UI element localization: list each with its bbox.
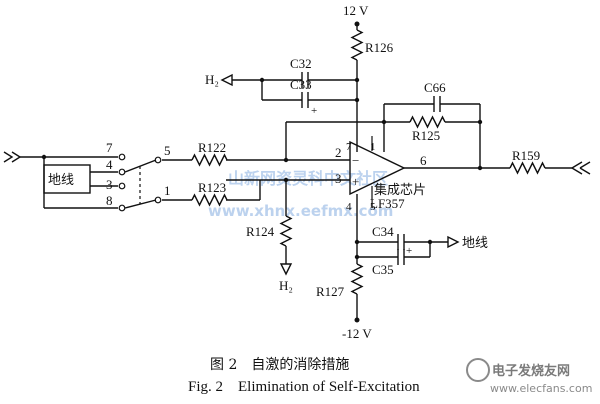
switch-contact-1 (154, 196, 162, 204)
watermark-background-url: www.xhnx.eefmx.com (208, 202, 393, 220)
switch-contact-7 (118, 153, 126, 161)
resistor-r124 (279, 215, 293, 247)
ground-right-arrow-icon (447, 235, 460, 249)
switch-contact-8 (118, 204, 126, 212)
label-r124: R124 (246, 224, 275, 239)
opamp-pin3: 3 (335, 171, 342, 186)
resistor-r125 (409, 115, 446, 129)
label-h2-bottom: H₂ (279, 278, 293, 293)
switch-contact-5 (154, 156, 162, 164)
opamp-pin1: 1 (370, 141, 376, 153)
supply-negative-terminal (354, 317, 360, 323)
switch-pin4: 4 (106, 157, 113, 172)
opamp-lf357 (349, 140, 406, 196)
logo-text-url: www.elecfans.com (490, 382, 592, 395)
label-r126: R126 (365, 40, 394, 55)
switch-pin8: 8 (106, 193, 113, 208)
switch-contact-4 (118, 168, 126, 176)
polarity-c35: + (406, 245, 412, 257)
label-c66: C66 (424, 80, 446, 95)
label-ground-right: 地线 (462, 235, 488, 250)
label-r159: R159 (512, 148, 540, 163)
opamp-pin2: 2 (335, 145, 342, 160)
label-r127: R127 (316, 284, 345, 299)
resistor-r159 (509, 161, 546, 175)
opamp-label-cn: 集成芯片 (374, 182, 426, 197)
label-c33: C33 (290, 77, 312, 92)
junction-h2-top (259, 77, 265, 83)
h2-bottom-arrow-icon (279, 263, 293, 276)
logo-text-cn: 电子发烧友网 (492, 363, 570, 379)
elecfans-logo: 电子发烧友网 www.elecfans.com (466, 358, 592, 395)
junction-inverting (283, 157, 289, 163)
output-terminal-icon (571, 161, 591, 175)
opamp-label-part: LF357 (370, 196, 405, 211)
junction-feedback-right (477, 119, 483, 125)
junction-ground-right (427, 239, 433, 245)
opamp-pin7: 7 (346, 141, 352, 153)
polarity-c33: + (311, 105, 317, 117)
label-r125: R125 (412, 128, 440, 143)
junction-output (477, 165, 483, 171)
caption-en: Fig. 2 Elimination of Self-Excitation (188, 379, 420, 395)
switch-pin1: 1 (164, 183, 171, 198)
label-h2-top: H₂ (205, 72, 219, 87)
ground-box (43, 164, 91, 194)
switch-pin7: 7 (106, 140, 113, 155)
switch-contact-3 (118, 182, 126, 190)
resistor-r127 (350, 263, 364, 295)
switch-pin5: 5 (164, 143, 171, 158)
resistor-r123 (191, 193, 228, 207)
label-r123: R123 (198, 180, 226, 195)
label-c32: C32 (290, 56, 312, 71)
input-terminal-icon (3, 151, 22, 163)
caption-cn: 图 2 自激的消除措施 (210, 356, 349, 373)
opamp-plus-sign: + (352, 174, 359, 189)
resistor-r126 (350, 29, 364, 61)
label-c35: C35 (372, 262, 394, 277)
watermark-background-cn: 山新网资灵科中文社区 (228, 169, 388, 188)
resistor-r122 (191, 153, 228, 167)
label-supply-negative: -12 V (342, 326, 372, 341)
opamp-pin4: 4 (346, 201, 352, 213)
label-c34: C34 (372, 224, 394, 239)
label-supply-positive: 12 V (343, 3, 369, 18)
label-ground-left: 地线 (48, 172, 74, 187)
opamp-pin6: 6 (420, 153, 427, 168)
opamp-minus-sign: − (352, 153, 359, 168)
label-r122: R122 (198, 140, 226, 155)
junction-feedback (381, 119, 387, 125)
h2-top-arrow-icon (220, 73, 233, 87)
logo-mark-icon (466, 358, 490, 382)
switch-pin3: 3 (106, 177, 113, 192)
opamp-pin5: 5 (370, 201, 376, 213)
